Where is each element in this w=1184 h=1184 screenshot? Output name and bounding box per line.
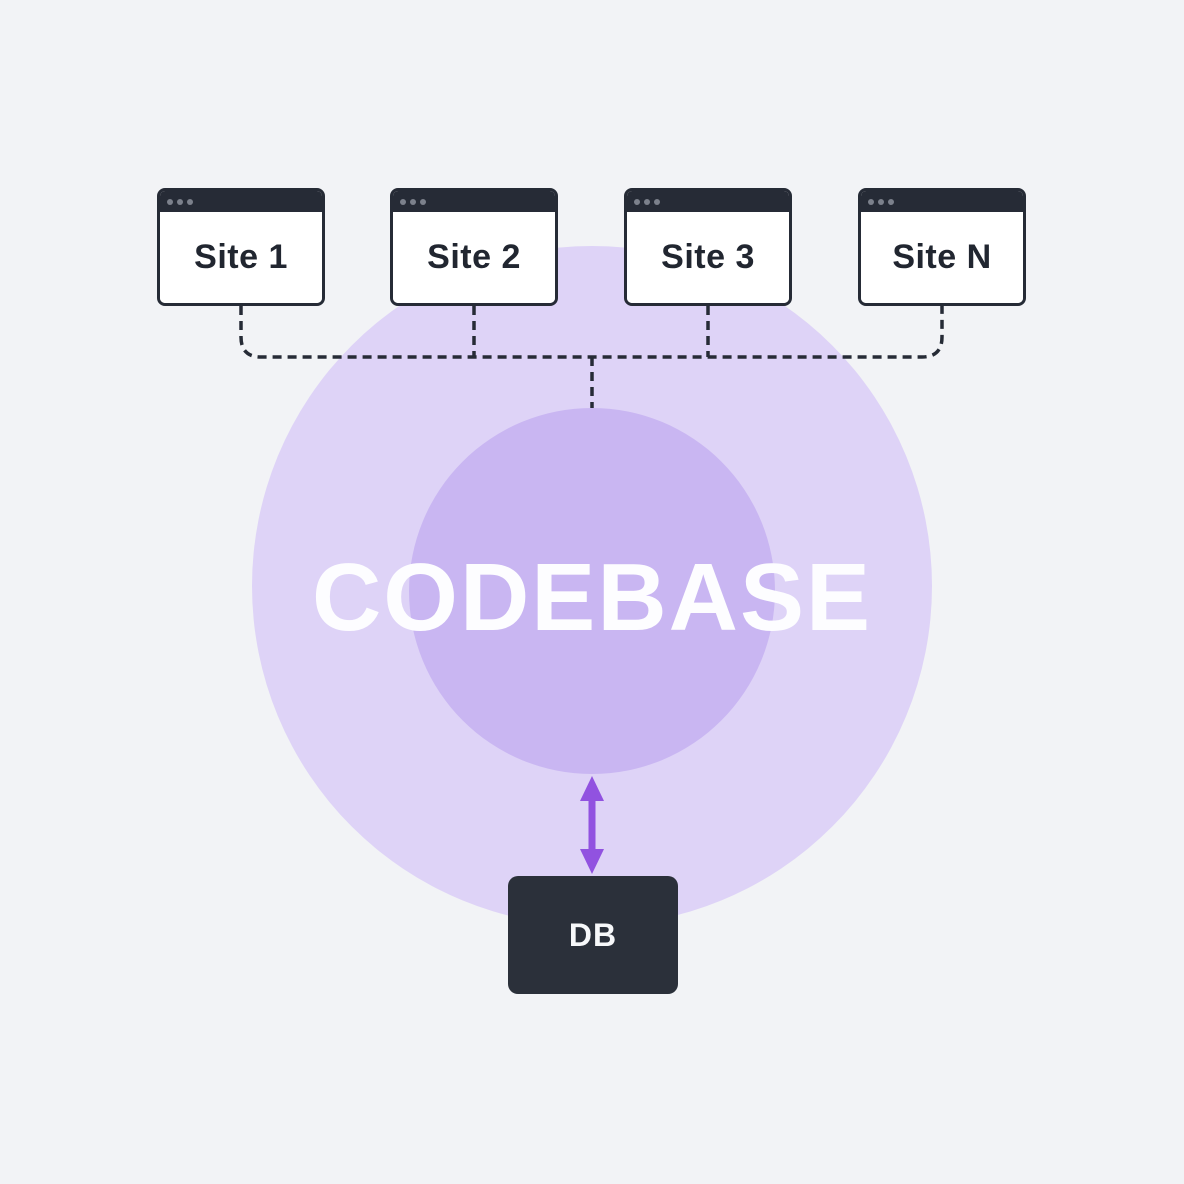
arrow-head-up [580,776,604,801]
site-window-3: Site 3 [624,188,792,306]
site-window-n: Site N [858,188,1026,306]
window-dot-icon [410,198,416,205]
window-dot-icon [644,198,650,205]
codebase-label: CODEBASE [312,544,872,651]
window-dot-icon [888,198,894,205]
window-dot-icon [167,198,173,205]
window-dot-icon [878,198,884,205]
window-titlebar [393,191,555,212]
site-label: Site N [892,238,992,276]
window-body: Site 3 [627,212,789,303]
window-body: Site 2 [393,212,555,303]
window-dot-icon [868,198,874,205]
window-dot-icon [634,198,640,205]
window-titlebar [627,191,789,212]
site-label: Site 2 [427,238,521,276]
site-label: Site 3 [661,238,755,276]
site-window-1: Site 1 [157,188,325,306]
window-titlebar [861,191,1023,212]
window-dot-icon [177,198,183,205]
site-window-2: Site 2 [390,188,558,306]
inner-circle [409,408,775,774]
codebase-db-arrow-icon [580,776,604,874]
window-titlebar [160,191,322,212]
site-label: Site 1 [194,238,288,276]
window-dot-icon [654,198,660,205]
db-box: DB [508,876,678,994]
window-dot-icon [420,198,426,205]
window-dot-icon [400,198,406,205]
arrow-head-down [580,849,604,874]
window-body: Site 1 [160,212,322,303]
window-body: Site N [861,212,1023,303]
db-label: DB [568,916,618,953]
window-dot-icon [187,198,193,205]
